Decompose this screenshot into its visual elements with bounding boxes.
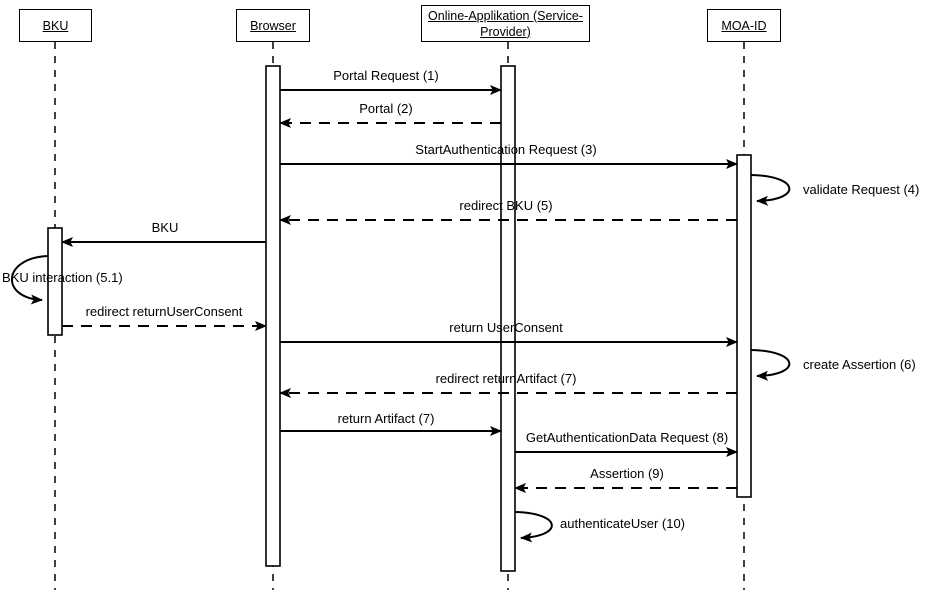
message-label-getauthenticationdata-request: GetAuthenticationData Request (8): [525, 430, 729, 445]
message-label-create-assertion: create Assertion (6): [803, 357, 916, 372]
message-label-redirect-bku: redirect BKU (5): [459, 198, 553, 213]
message-arrow-authenticateuser: [514, 511, 553, 543]
message-label-redirect-returnartifact: redirect returnArtifact (7): [435, 371, 577, 386]
lifeline-head-label-bku: BKU: [42, 18, 69, 33]
activation-oa: [500, 65, 516, 572]
message-label-startauthentication-request: StartAuthentication Request (3): [415, 142, 597, 157]
message-label-redirect-returnuserconsent: redirect returnUserConsent: [85, 304, 243, 319]
activation-browser: [265, 65, 281, 567]
lifeline-head-moaid[interactable]: MOA-ID: [707, 9, 781, 42]
message-label-portal-request: Portal Request (1): [333, 68, 439, 83]
message-label-portal: Portal (2): [359, 101, 413, 116]
lifeline-head-browser[interactable]: Browser: [236, 9, 310, 42]
activation-moaid: [736, 154, 752, 498]
lifeline-head-label-moaid: MOA-ID: [721, 18, 767, 33]
message-arrow-bku-interaction: [11, 255, 49, 305]
activation-bku: [47, 227, 63, 336]
message-label-validate-request: validate Request (4): [803, 182, 920, 197]
message-label-bku-interaction: BKU interaction (5.1): [2, 270, 123, 285]
message-label-assertion: Assertion (9): [590, 466, 664, 481]
message-label-authenticateuser: authenticateUser (10): [560, 516, 686, 531]
lifeline-head-bku[interactable]: BKU: [19, 9, 92, 42]
activation-bars: [47, 65, 752, 572]
lifeline-head-online-applikation[interactable]: Online-Applikation (Service-Provider): [421, 5, 590, 42]
message-label-return-artifact: return Artifact (7): [337, 411, 435, 426]
message-arrow-create-assertion: [750, 349, 791, 381]
message-label-return-userconsent: return UserConsent: [449, 320, 563, 335]
message-label-bku: BKU: [151, 220, 179, 235]
message-arrow-validate-request: [750, 174, 791, 206]
lifeline-head-label-browser: Browser: [250, 18, 296, 33]
message-arrows: [11, 85, 791, 543]
lifeline-head-label-online-applikation: Online-Applikation (Service-Provider): [428, 8, 583, 39]
